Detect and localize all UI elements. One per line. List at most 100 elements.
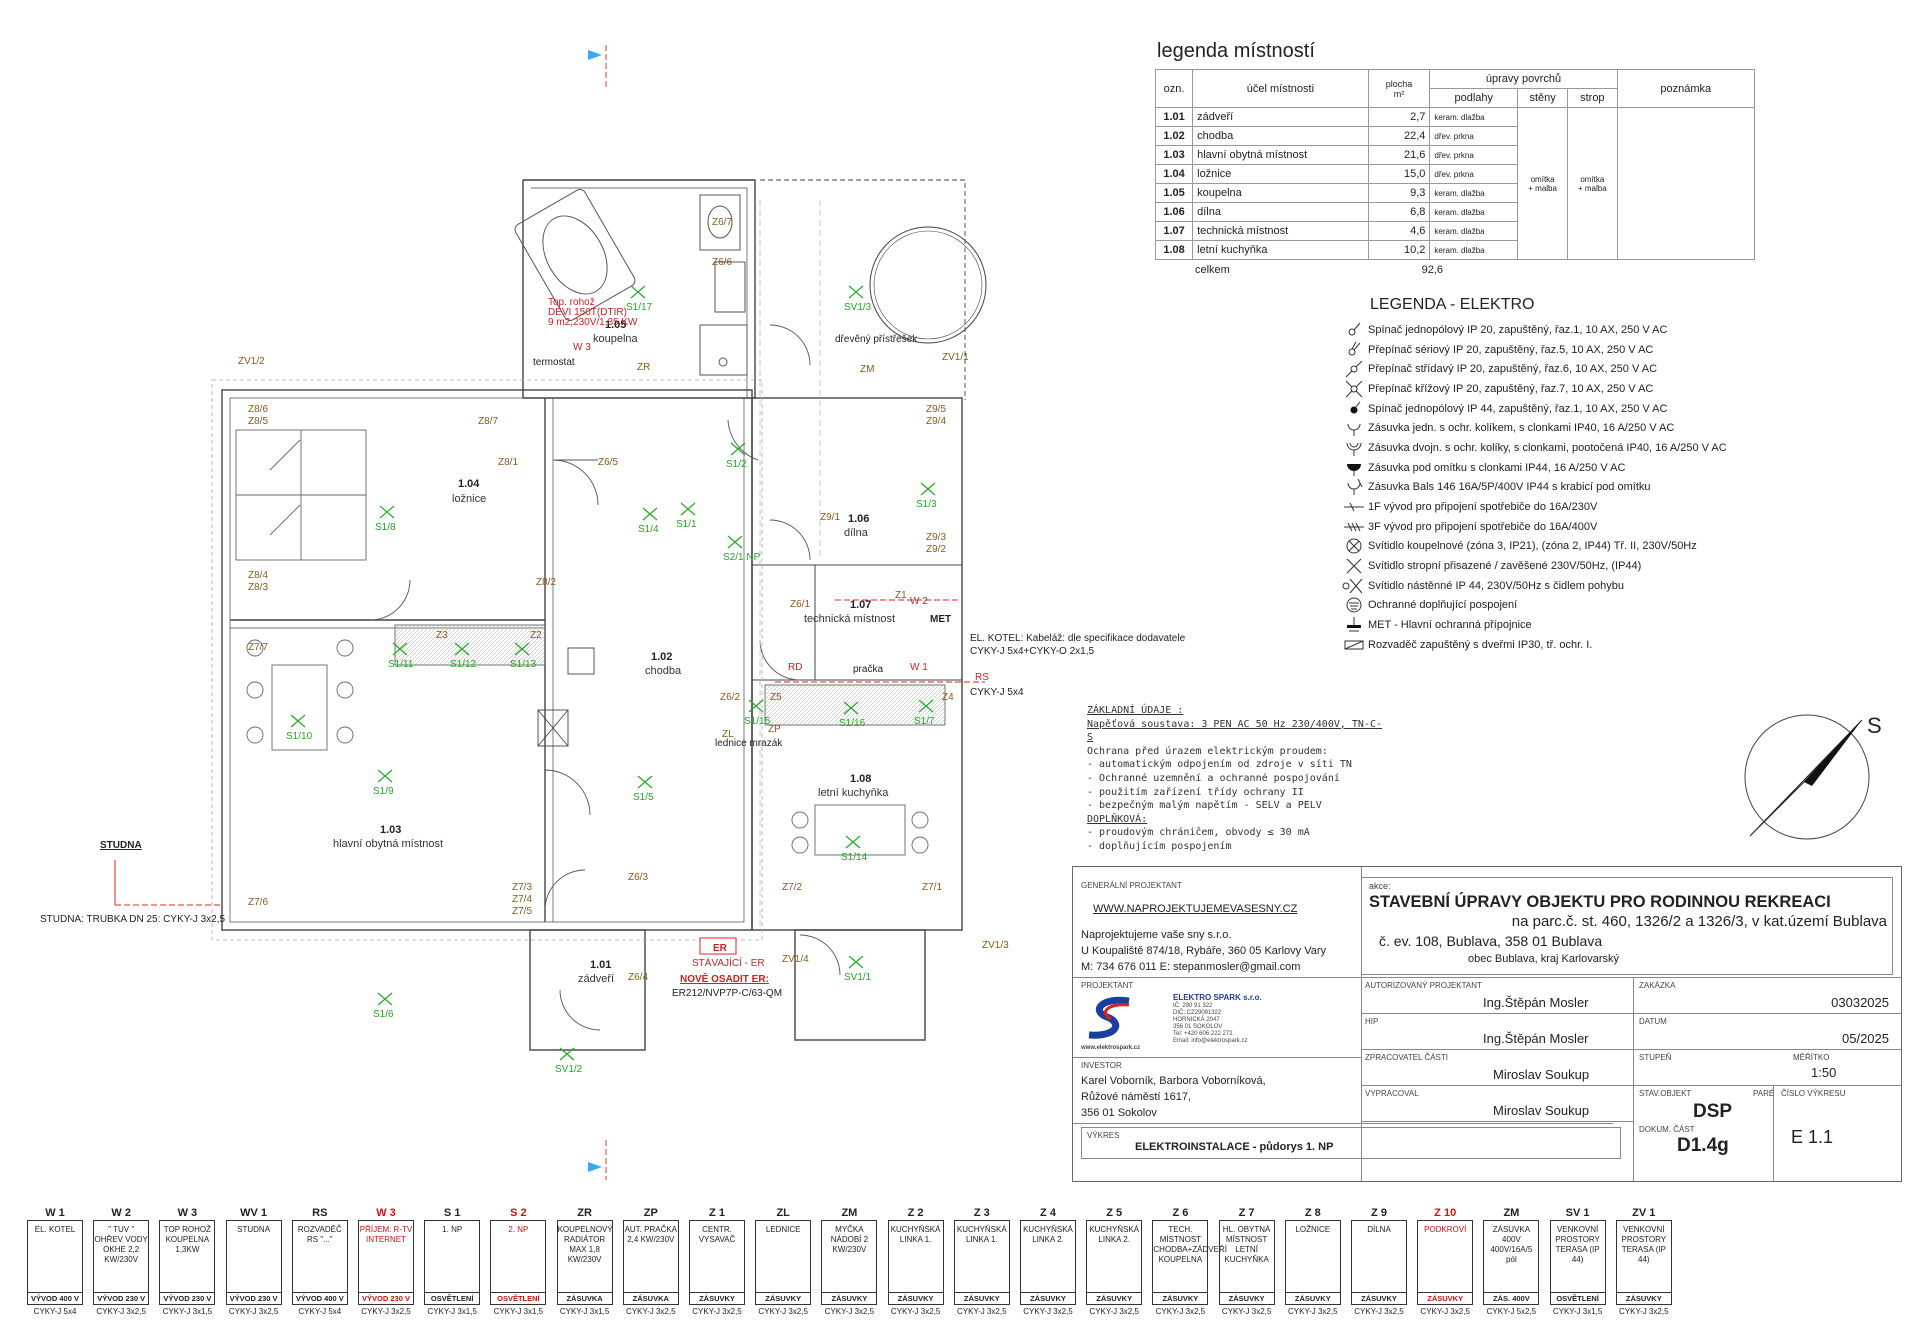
light-circuit-tag: S1/17 [626, 302, 653, 313]
switch-single-icon [1340, 321, 1368, 339]
shelter-label: dřevěný přístřešek [835, 334, 918, 345]
main-earth-terminal-icon [1340, 616, 1368, 634]
circuit-desc: VENKOVNÍ PROSTORY TERASA (IP 44) [1621, 1225, 1667, 1264]
tb-stav: DSP [1693, 1101, 1733, 1122]
circuit-feed: ZÁSUVKY [1153, 1292, 1208, 1304]
er-new-label: NOVĚ OSADIT ER: [680, 972, 769, 985]
basic-data-line: - proudovým chráničem, obvody ≤ 30 mA [1087, 827, 1310, 839]
circuit-feed: ZÁSUVKY [756, 1292, 811, 1304]
room-name: dílna [1192, 202, 1369, 222]
tb-stav-label: STAV.OBJEKT [1639, 1089, 1692, 1098]
circuit-cable: CYKY-J 3x2,5 [1089, 1307, 1139, 1316]
tb-investor-2: Růžové náměstí 1617, [1081, 1091, 1192, 1103]
socket-circuit-tag: Z9/4 [926, 416, 946, 427]
socket-circuit-tag: Z8/3 [248, 582, 268, 593]
light-circuit-tag: S1/8 [375, 522, 396, 533]
zp-label: ZP [768, 724, 781, 735]
circuit-feed: ZÁSUVKY [1021, 1292, 1075, 1304]
room-walls: omítka+ malba [1517, 107, 1569, 260]
title-block: GENERÁLNÍ PROJEKTANT WWW.NAPROJEKTUJEMEV… [1072, 866, 1902, 1182]
circuit-cable: CYKY-J 3x1,5 [559, 1307, 610, 1316]
circuit-feed: ZÁSUVKY [1352, 1292, 1406, 1304]
circuit-feed: ZÁSUVKY [1616, 1292, 1671, 1304]
circuit-feed: ZÁSUVKA [557, 1292, 612, 1304]
room-1-04-name: ložnice [452, 493, 486, 505]
circuit-feed: ZÁSUVKY [690, 1292, 744, 1304]
circuit-cable: CYKY-J 3x2,5 [1619, 1307, 1669, 1316]
socket-double-icon [1340, 439, 1368, 457]
circuit-feed: VÝVOD 230 V [160, 1292, 215, 1304]
tb-es-l2: DIČ: CZ29091322 [1173, 1010, 1222, 1016]
light-bathroom-icon [1340, 537, 1368, 555]
circuit-column: Z 8 LOŽNICE ZÁSUVKY CYKY-J 3x2,5 [1284, 1207, 1341, 1316]
tb-es-name: ELEKTRO SPARK s.r.o. [1173, 993, 1262, 1002]
socket-circuit-tag: ZV1/4 [782, 954, 809, 965]
circuit-feed: ZÁSUVKY [888, 1292, 943, 1304]
room-row: 1.05 koupelna 9,3 keram. dlažba [1154, 183, 1755, 203]
circuit-column: Z 2 KUCHYŇSKÁ LINKA 1. ZÁSUVKY CYKY-J 3x… [887, 1207, 944, 1316]
room-note [1616, 107, 1756, 260]
light-fixture-icon [379, 505, 395, 519]
electro-legend-text: Svítidlo nástěnné IP 44, 230V/50Hz s čid… [1368, 579, 1625, 592]
socket-circuit-tag: ZV1/3 [982, 940, 1009, 951]
met-label: MET [930, 614, 951, 625]
room-area: 2,7 [1367, 107, 1431, 127]
basic-data-notes: ZÁKLADNÍ ÚDAJE : Napěťová soustava: 3 PE… [1087, 704, 1387, 854]
room-name: letní kuchyňka [1192, 240, 1369, 260]
light-circuit-tag: S1/6 [373, 1009, 394, 1020]
room-legend-title: legenda místností [1157, 40, 1315, 62]
circuit-code: SV 1 [1565, 1207, 1590, 1219]
room-1-03-name: hlavní obytná místnost [333, 838, 443, 850]
room-name: technická místnost [1192, 221, 1369, 241]
circuit-desc: KOUPELNOVÝ RADIÁTOR MAX 1,8 KW/230V [557, 1225, 613, 1264]
socket-circuit-tag: Z9/1 [820, 512, 840, 523]
circuit-column: ZP AUT. PRAČKA 2,4 KW/230V ZÁSUVKA CYKY-… [622, 1207, 679, 1316]
switch-alternating-icon [1340, 360, 1368, 378]
circuit-desc: 2. NP [508, 1225, 529, 1234]
circuit-column: Z 10 PODKROVÍ ZÁSUVKY CYKY-J 3x2,5 [1417, 1207, 1474, 1316]
col-ozn: ozn. [1154, 69, 1194, 108]
tb-akce-line3: č. ev. 108, Bublava, 358 01 Bublava [1379, 933, 1603, 949]
socket-circuit-tag: Z5 [770, 692, 782, 703]
elektrospark-logo [1081, 993, 1137, 1043]
basic-data-line: - doplňujícím pospojením [1087, 840, 1232, 852]
circuit-column: Z 4 KUCHYŇSKÁ LINKA 2. ZÁSUVKY CYKY-J 3x… [1020, 1207, 1076, 1316]
room-1-02-name: chodba [645, 665, 682, 677]
circuit-column: Z 1 CENTR. VYSAVAČ ZÁSUVKY CYKY-J 3x2,5 [689, 1207, 745, 1316]
circuit-desc: KUCHYŇSKÁ LINKA 1. [890, 1225, 941, 1244]
er-type-label: ER212/NVP7P-C/63-QM [672, 988, 782, 999]
room-1-08-name: letní kuchyňka [818, 787, 889, 799]
light-fixture-icon [642, 507, 658, 521]
tb-web-link[interactable]: WWW.NAPROJEKTUJEMEVASESNY.CZ [1093, 903, 1298, 915]
tb-meritko-label: MĚŘÍTKO [1793, 1053, 1830, 1062]
circuit-cable: CYKY-J 3x2,5 [1420, 1307, 1470, 1316]
room-area: 9,3 [1367, 183, 1431, 203]
room-floor: dřev. prkna [1429, 145, 1519, 165]
circuit-column: Z 3 KUCHYŇSKÁ LINKA 1. ZÁSUVKY CYKY-J 3x… [953, 1207, 1010, 1316]
circuit-cable: CYKY-J 3x2,5 [824, 1307, 875, 1316]
room-no: 1.07 [1154, 221, 1194, 241]
light-circuit-tag: S1/7 [914, 716, 935, 727]
circuit-code: Z 10 [1434, 1207, 1457, 1219]
electro-legend-item: MET - Hlavní ochranná přípojnice [1340, 615, 1760, 635]
well-feeder [114, 860, 222, 906]
socket-ip44-icon [1340, 459, 1368, 477]
electro-legend-item: Přepínač sériový IP 20, zapuštěný, řaz.5… [1340, 340, 1760, 360]
switch-serial-icon [1340, 341, 1368, 359]
electro-legend-text: 1F vývod pro připojení spotřebiče do 16A… [1368, 501, 1598, 514]
circuit-code: Z 6 [1172, 1207, 1189, 1219]
circuit-cable: CYKY-J 3x2,5 [228, 1307, 279, 1316]
light-circuit-tag: S1/12 [450, 659, 477, 670]
circuit-desc: AUT. PRAČKA 2,4 KW/230V [624, 1225, 678, 1244]
tb-zakazka: 03032025 [1831, 995, 1889, 1010]
building-walls [221, 179, 966, 1051]
circuit-column: W 1 EL. KOTEL VÝVOD 400 V CYKY-J 5x4 [27, 1207, 83, 1316]
boiler-feeder [775, 599, 985, 683]
socket-circuit-tag: Z7/6 [248, 897, 268, 908]
circuit-feed: ZÁSUVKY [954, 1292, 1009, 1304]
tb-vykres-label: VÝKRES [1087, 1131, 1120, 1140]
tb-zprac: Miroslav Soukup [1493, 1067, 1590, 1082]
tb-akce-title: STAVEBNÍ ÚPRAVY OBJEKTU PRO RODINNOU REK… [1369, 893, 1831, 911]
